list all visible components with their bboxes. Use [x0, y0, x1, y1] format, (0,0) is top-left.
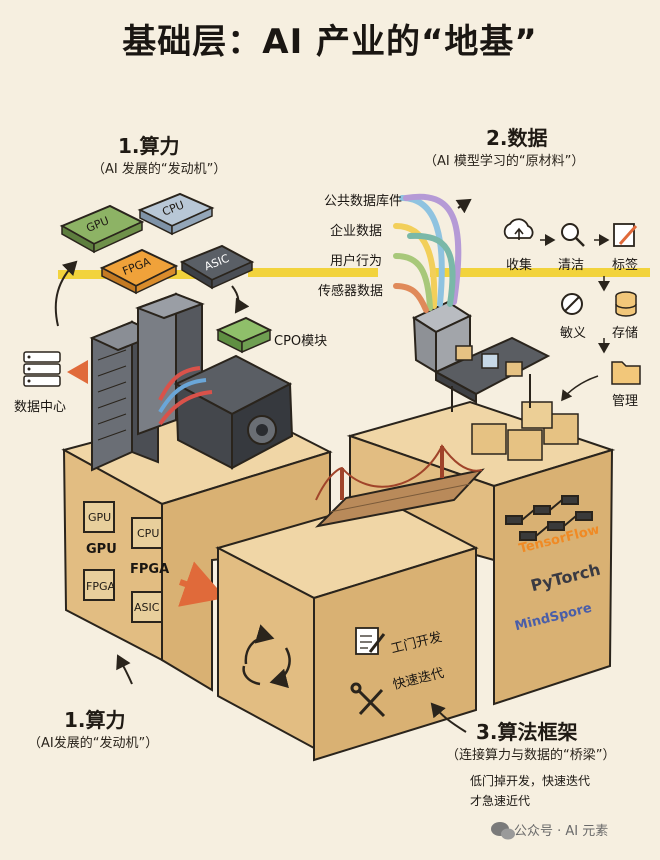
compute-heading-bottom: 1.算力	[64, 708, 126, 732]
data-streams	[393, 193, 462, 313]
box-chips-illustration	[83, 501, 163, 623]
conveyor-illustration	[411, 300, 551, 412]
box-chip-gpu: GPU	[88, 511, 112, 524]
data-source-user: 用户行为	[330, 254, 383, 269]
datacenter-icon	[23, 351, 61, 387]
document-pencil-icon	[355, 627, 386, 655]
pipeline-label: 标签	[612, 258, 639, 273]
data-source-public: 公共数据库件	[324, 194, 403, 209]
footer-account: 公众号 · AI 元素	[514, 824, 609, 839]
data-cubes-illustration	[471, 401, 579, 461]
pipeline-mask: 敏义	[560, 326, 587, 341]
database-icon	[615, 291, 637, 317]
box-chip-cpu: CPU	[137, 527, 160, 540]
chip-cpu-illustration	[137, 192, 215, 236]
server-racks-illustration	[89, 292, 205, 472]
compute-heading-top: 1.算力	[118, 134, 180, 158]
label-pencil-icon	[613, 223, 638, 247]
box-caption-fpga: FPGA	[130, 562, 170, 577]
box-chip-fpga: FPGA	[86, 580, 116, 593]
arrow-to-algorithm-label	[430, 702, 467, 733]
magnifier-icon	[561, 223, 585, 247]
algorithm-subtitle: （连接算力与数据的“桥梁”）	[446, 748, 616, 763]
folder-icon	[611, 361, 641, 385]
framework-network-pattern	[505, 495, 593, 541]
algorithm-note-1: 低门掉开发，快速迭代	[470, 774, 591, 788]
forbidden-icon	[561, 293, 583, 315]
data-heading: 2.数据	[486, 126, 548, 150]
pipeline-store: 存储	[612, 326, 639, 341]
arrow-manage-to-cubes	[561, 375, 599, 402]
cpo-module-illustration	[215, 316, 273, 354]
box-chip-asic: ASIC	[134, 601, 160, 614]
chip-gpu-illustration	[59, 204, 145, 254]
cpo-module-label: CPO模块	[274, 334, 328, 349]
compute-subtitle-bottom: （AI发展的“发动机”）	[28, 736, 159, 751]
chip-asic-illustration	[179, 244, 255, 290]
data-subtitle: （AI 模型学习的“原材料”）	[424, 154, 585, 169]
compute-subtitle-top: （AI 发展的“发动机”）	[92, 162, 227, 177]
cloud-upload-icon	[503, 218, 534, 240]
pipeline-manage: 管理	[612, 394, 639, 409]
page-title: 基础层：AI 产业的“地基”	[122, 22, 538, 62]
wechat-icon	[491, 822, 515, 840]
tools-icon	[350, 682, 386, 718]
algorithm-note-2: 才急速近代	[470, 794, 531, 808]
algorithm-heading: 3.算法框架	[476, 720, 578, 744]
pipeline-clean: 清洁	[558, 258, 585, 273]
datacenter-label: 数据中心	[14, 400, 67, 415]
engine-illustration	[158, 354, 294, 470]
arrow-to-compute-label	[116, 654, 133, 685]
chip-fpga-illustration	[99, 248, 179, 295]
arrow-datacenter-to-chips	[54, 260, 78, 327]
arrow-asic-to-cpo	[231, 285, 250, 314]
bridge-illustration	[314, 444, 485, 528]
data-source-enterprise: 企业数据	[330, 224, 383, 239]
arrow-compute-to-algorithm	[178, 561, 226, 607]
data-source-sensor: 传感器数据	[318, 284, 384, 299]
iteration-cycle-icon	[242, 624, 291, 689]
box-caption-gpu: GPU	[86, 542, 117, 557]
pipeline-collect: 收集	[506, 258, 533, 273]
